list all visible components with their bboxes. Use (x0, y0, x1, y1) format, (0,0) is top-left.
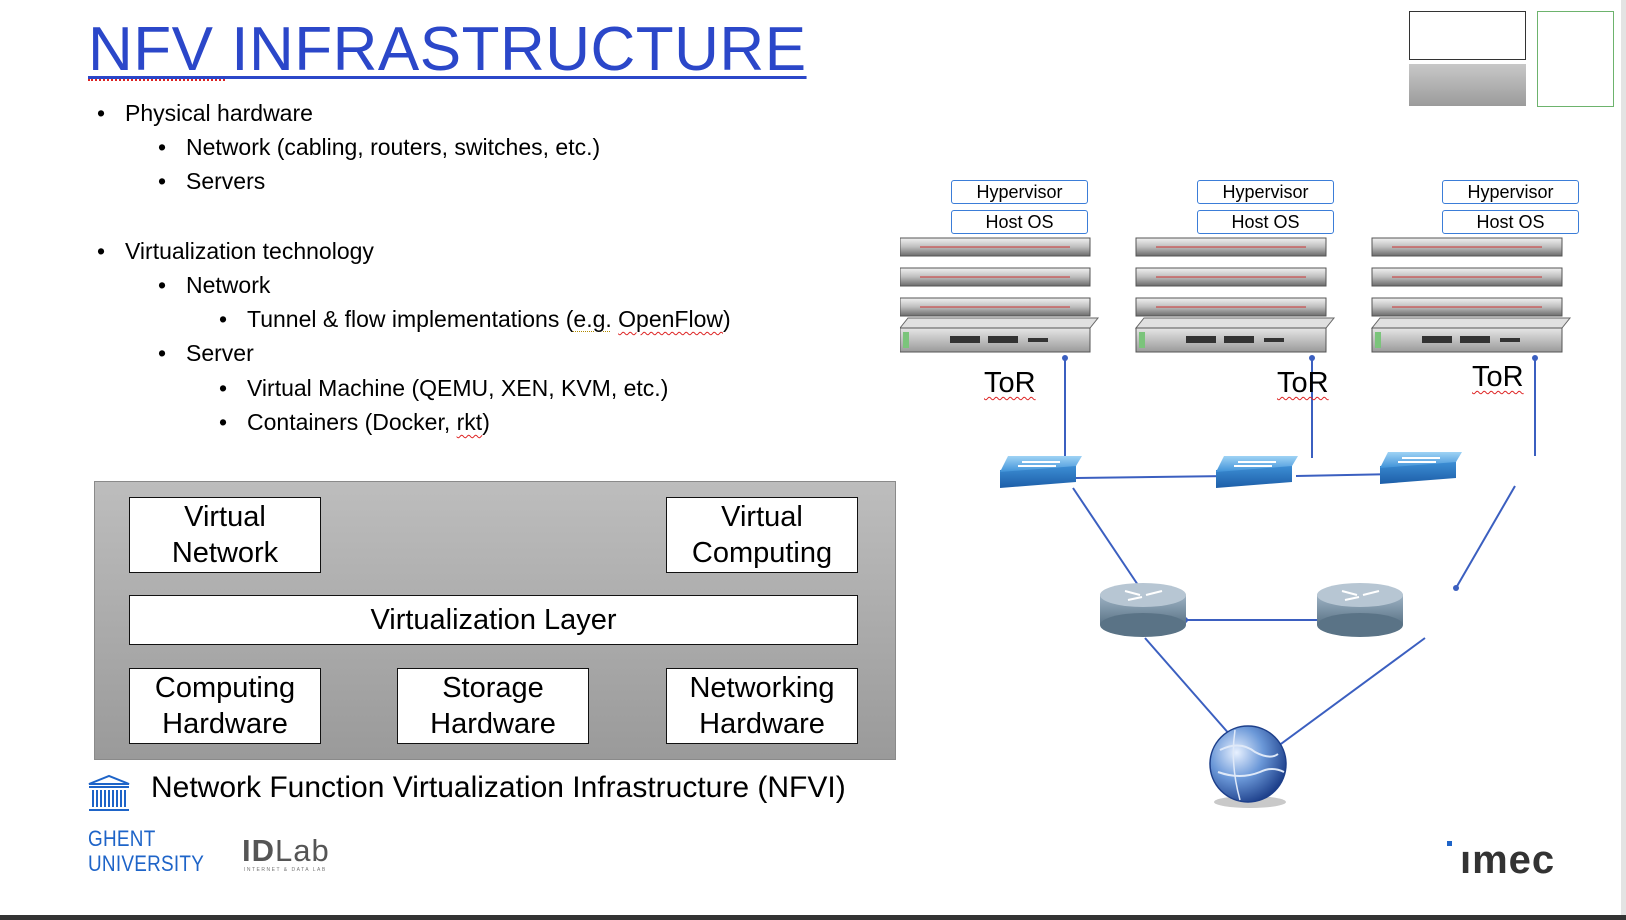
bullet-physical-hardware: •Physical hardware (97, 100, 313, 126)
network-links (1064, 358, 1536, 753)
virtualization-layer-box: Virtualization Layer (129, 595, 858, 645)
computing-hardware-box: Computing Hardware (129, 668, 321, 744)
spellcheck-mark (88, 74, 225, 81)
bullet-server: •Server (158, 340, 254, 366)
thumbnail-gray[interactable] (1409, 64, 1526, 106)
server-stack-3 (1370, 237, 1572, 353)
bullet-tunnel-flow: •Tunnel & flow implementations (e.g. Ope… (219, 306, 731, 332)
host-os-label-3: Host OS (1442, 210, 1579, 234)
network-switch-icon-1 (1000, 456, 1082, 488)
virtual-network-box: Virtual Network (129, 497, 321, 573)
networking-hardware-box: Networking Hardware (666, 668, 858, 744)
network-switch-icon-2 (1216, 456, 1298, 488)
ghent-university-logo: GHENT UNIVERSITY (88, 826, 205, 876)
thumbnail-white[interactable] (1409, 11, 1526, 60)
host-os-label-2: Host OS (1197, 210, 1334, 234)
virtual-computing-box: Virtual Computing (666, 497, 858, 573)
thumbnail-green[interactable] (1537, 11, 1614, 107)
bullet-virtual-machine: •Virtual Machine (QEMU, XEN, KVM, etc.) (219, 375, 669, 401)
tor-label-1: ToR (984, 367, 1036, 399)
network-switch-icon-3 (1380, 452, 1462, 484)
hypervisor-label-2: Hypervisor (1197, 180, 1334, 204)
host-os-label-1: Host OS (951, 210, 1088, 234)
university-building-icon (88, 774, 130, 811)
imec-logo: ımec (1460, 838, 1556, 882)
bullet-virtualization: •Virtualization technology (97, 238, 374, 264)
bullet-network-virtual: •Network (158, 272, 271, 298)
storage-hardware-box: Storage Hardware (397, 668, 589, 744)
window-edge (1621, 0, 1626, 920)
bottom-border (0, 915, 1626, 920)
server-stack-1 (900, 237, 1100, 353)
bullet-servers: •Servers (158, 168, 266, 194)
network-topology-diagram (900, 237, 1572, 808)
nfvi-caption: Network Function Virtualization Infrastr… (151, 771, 846, 804)
tor-label-2: ToR (1277, 367, 1329, 399)
hypervisor-label-3: Hypervisor (1442, 180, 1579, 204)
idlab-subtitle: INTERNET & DATA LAB (244, 867, 327, 873)
router-icon-2 (1317, 583, 1403, 637)
page-title: NFV INFRASTRUCTURE (88, 15, 807, 84)
imec-dot (1447, 841, 1452, 846)
globe-icon (1209, 725, 1287, 808)
bullet-containers: •Containers (Docker, rkt) (219, 409, 490, 435)
bullet-network-physical: •Network (cabling, routers, switches, et… (158, 134, 601, 160)
server-stack-2 (1134, 237, 1336, 353)
hypervisor-label-1: Hypervisor (951, 180, 1088, 204)
router-icon-1 (1100, 583, 1186, 637)
tor-label-3: ToR (1472, 361, 1524, 393)
idlab-logo: IDLab (242, 833, 330, 868)
